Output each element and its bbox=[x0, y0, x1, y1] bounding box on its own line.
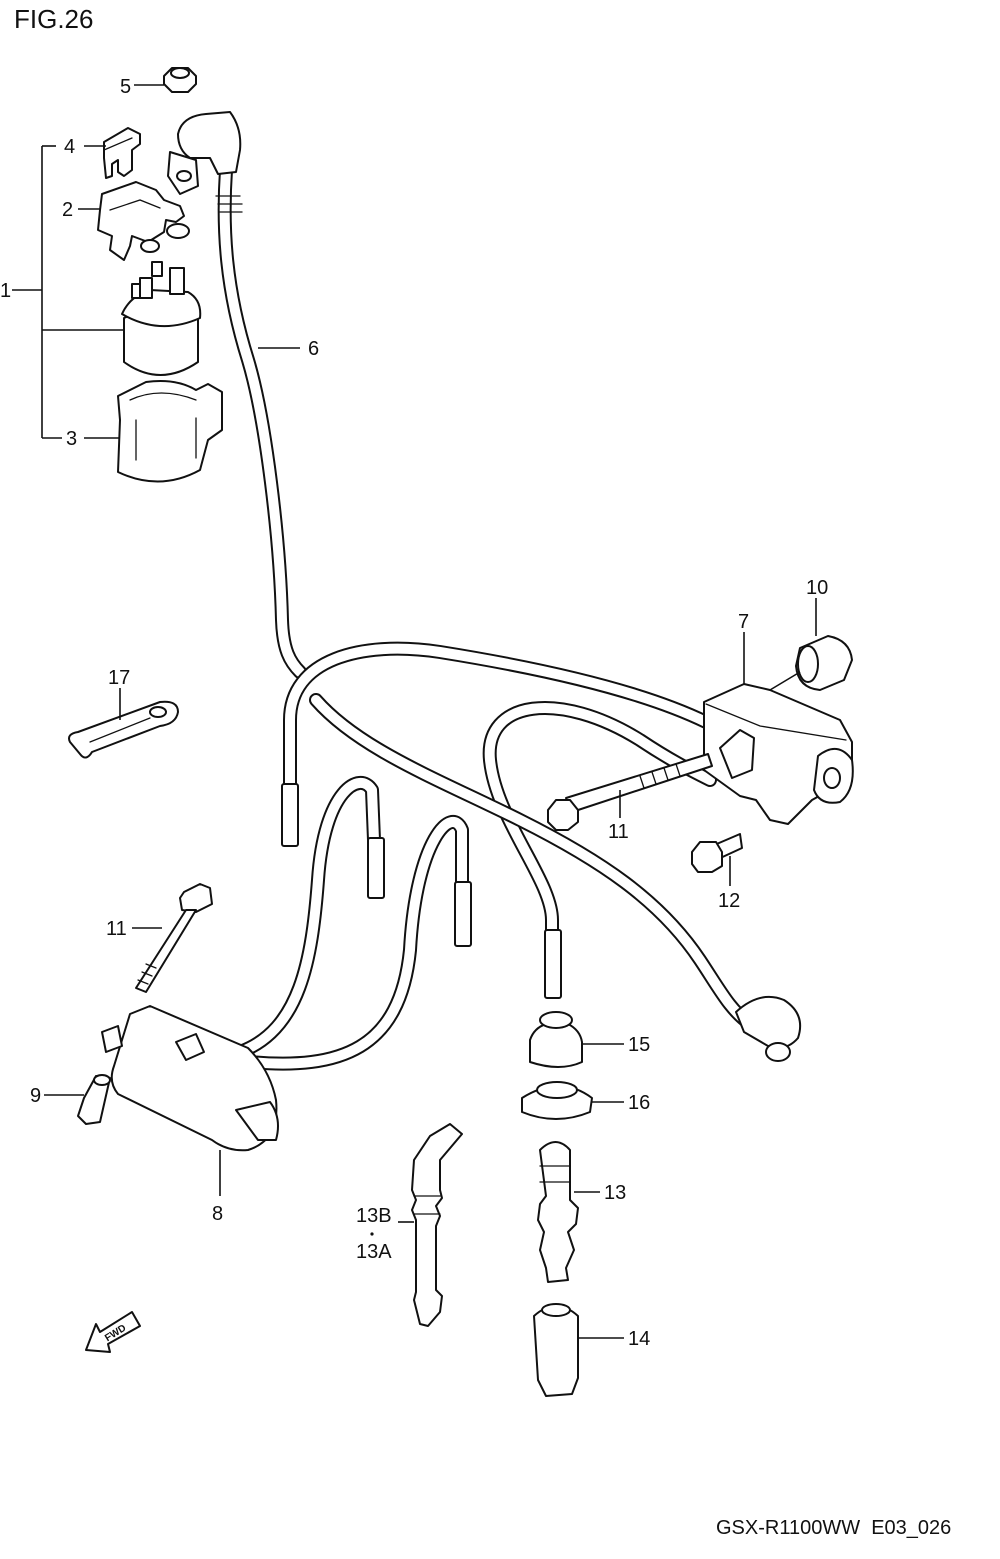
callout-13a: 13A bbox=[356, 1241, 392, 1263]
callout-1: 1 bbox=[0, 280, 11, 302]
part-9-cap bbox=[44, 1074, 111, 1125]
part-3-boot bbox=[117, 380, 223, 483]
part-10-cap bbox=[769, 598, 853, 691]
callout-13b: 13B bbox=[356, 1205, 392, 1227]
callout-15: 15 bbox=[628, 1034, 650, 1056]
figure-title: FIG.26 bbox=[14, 4, 93, 34]
part-8-ignition-coil bbox=[101, 1005, 279, 1196]
figure-footer: GSX-R1100WW E03_026 bbox=[716, 1517, 951, 1539]
callout-12: 12 bbox=[718, 890, 740, 912]
part-6-cable bbox=[167, 111, 307, 679]
callout-16: 16 bbox=[628, 1092, 650, 1114]
callout-17: 17 bbox=[108, 667, 130, 689]
callout-10: 10 bbox=[806, 577, 828, 599]
callout-5: 5 bbox=[120, 76, 131, 98]
callout-3: 3 bbox=[66, 428, 77, 450]
part-14-plug-boot bbox=[533, 1303, 624, 1397]
callout-13: 13 bbox=[604, 1182, 626, 1204]
part-13-plug-lead bbox=[537, 1141, 600, 1283]
callout-labels: 5 4 2 1 3 6 10 7 17 11 12 11 15 9 16 13 … bbox=[0, 76, 828, 1350]
callout-9: 9 bbox=[30, 1085, 41, 1107]
part-1-starter-relay bbox=[121, 261, 202, 376]
part-12-bolt bbox=[691, 833, 743, 886]
callout-11-upper: 11 bbox=[608, 821, 629, 843]
callout-bracket-1 bbox=[12, 84, 164, 439]
part-11-bolt-upper bbox=[547, 753, 713, 831]
part-7-leads bbox=[233, 641, 802, 1071]
callout-8: 8 bbox=[212, 1203, 223, 1225]
callout-7: 7 bbox=[738, 611, 749, 633]
part-5-nut bbox=[163, 67, 197, 93]
part-4-fuse bbox=[103, 127, 141, 179]
callout-14: 14 bbox=[628, 1328, 650, 1350]
part-13a-13b-plug-cap bbox=[398, 1123, 463, 1327]
callout-4: 4 bbox=[64, 136, 75, 158]
callout-11-lower: 11 bbox=[106, 918, 127, 940]
part-7-ignition-coil bbox=[703, 632, 854, 825]
part-11-bolt-lower bbox=[132, 883, 213, 993]
callout-6: 6 bbox=[308, 338, 319, 360]
part-17-clamp bbox=[68, 688, 179, 759]
part-15-grommet bbox=[529, 1011, 624, 1068]
part-2-cover bbox=[97, 181, 190, 261]
callout-2: 2 bbox=[62, 199, 73, 221]
part-16-washer bbox=[521, 1081, 624, 1120]
callout-13-separator-dot bbox=[370, 1232, 374, 1236]
fwd-arrow-icon: FWD bbox=[85, 1311, 141, 1353]
